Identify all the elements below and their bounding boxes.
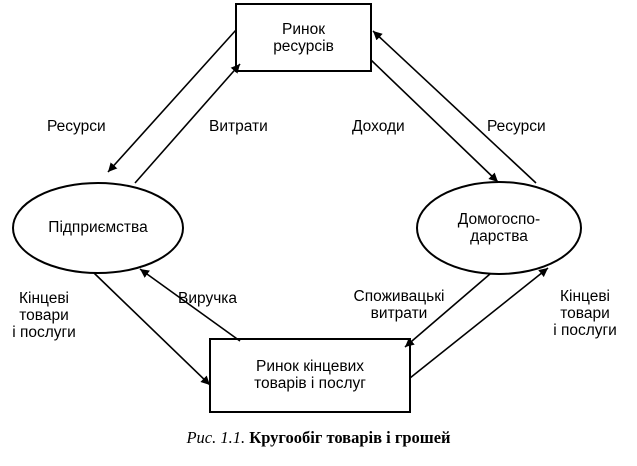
goods-market-line-1: Ринок кінцевих	[255, 358, 364, 375]
resource-market-box	[235, 3, 372, 72]
households-label: Домогоспо- дарства	[417, 211, 581, 245]
flow-text: Кінцеві	[18, 290, 70, 307]
flow-text: Ресурси	[47, 118, 106, 135]
arrow-costs-to-resource-market	[134, 63, 241, 184]
households-line-2: дарства	[470, 228, 528, 245]
flow-text: товари	[560, 305, 610, 322]
flow-label-firms-goods: Кінцеві товари і послуги	[6, 290, 82, 341]
figure-number: Рис. 1.1.	[186, 428, 246, 447]
arrow-resources-to-firms	[107, 29, 237, 173]
arrow-goods-to-households	[409, 267, 549, 379]
flow-label-households-spending: Споживацькі витрати	[339, 288, 459, 322]
goods-market-line-2: товарів і послуг	[254, 375, 366, 392]
flow-label-firms-revenue: Виручка	[178, 290, 237, 307]
resource-market-line-2: ресурсів	[273, 38, 334, 55]
flow-text: Ресурси	[487, 118, 546, 135]
arrow-income-to-households	[370, 59, 499, 183]
figure-title: Кругообіг товарів і грошей	[249, 428, 451, 447]
arrow-goods-to-goods-market	[93, 272, 211, 386]
flow-label-households-income: Доходи	[352, 118, 405, 135]
flow-text: Виручка	[178, 290, 238, 307]
flow-text: Витрати	[209, 118, 268, 135]
firms-label: Підприємства	[13, 219, 183, 236]
firms-line-1: Підприємства	[48, 219, 148, 236]
flow-text: і послуги	[553, 322, 617, 339]
flow-text: товари	[19, 307, 69, 324]
resource-market-label: Ринок ресурсів	[236, 21, 371, 55]
flow-label-firms-costs: Витрати	[209, 118, 268, 135]
flow-text: Споживацькі	[353, 288, 445, 305]
households-line-1: Домогоспо-	[457, 211, 541, 228]
goods-market-box	[209, 338, 411, 413]
firms-ellipse	[12, 182, 184, 274]
figure-caption: Рис. 1.1. Кругообіг товарів і грошей	[0, 428, 637, 448]
flow-text: і послуги	[12, 324, 76, 341]
flow-label-households-resources: Ресурси	[487, 118, 546, 135]
households-ellipse	[416, 181, 582, 275]
flow-text: Доходи	[352, 118, 405, 135]
flow-text: Кінцеві	[559, 288, 611, 305]
flow-label-firms-resources: Ресурси	[47, 118, 106, 135]
flow-text: витрати	[370, 305, 428, 322]
flow-label-households-goods: Кінцеві товари і послуги	[545, 288, 625, 339]
resource-market-line-1: Ринок	[282, 21, 325, 38]
arrow-spending-to-goods-market	[404, 273, 491, 348]
arrow-revenue-to-firms	[139, 268, 241, 342]
arrow-resources-to-resource-market	[372, 30, 537, 184]
goods-market-label: Ринок кінцевих товарів і послуг	[210, 358, 410, 392]
